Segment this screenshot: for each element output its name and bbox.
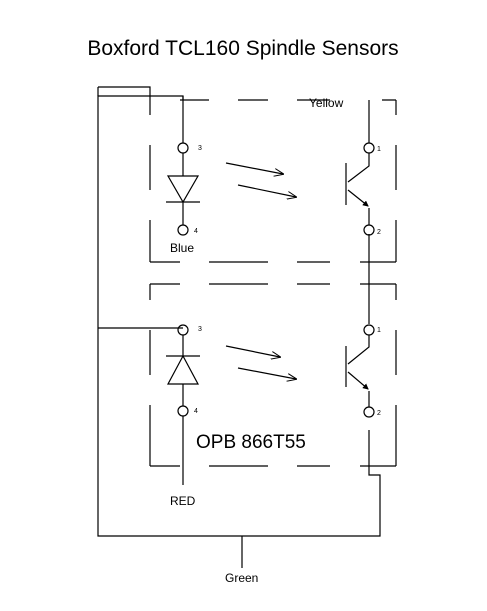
light-arrows <box>225 162 296 379</box>
lower-led-symbol <box>166 324 200 417</box>
upper-phototransistor-symbol <box>345 142 375 236</box>
upper-led-pin-anode: 3 <box>198 145 202 152</box>
lower-phototransistor-symbol <box>345 324 375 418</box>
lower-led-pin-cathode: 4 <box>194 408 198 415</box>
lower-led-pin-anode: 3 <box>198 326 202 333</box>
upper-transistor-pin-emitter: 2 <box>377 229 381 236</box>
wiring <box>97 86 381 568</box>
upper-led-symbol <box>166 142 200 236</box>
wire-label-green: Green <box>225 571 258 585</box>
diagram-title: Boxford TCL160 Spindle Sensors <box>87 37 398 60</box>
lower-transistor-pin-emitter: 2 <box>377 410 381 417</box>
lower-sensor-housing <box>149 283 397 467</box>
wire-label-blue: Blue <box>170 241 194 255</box>
upper-sensor-housing <box>149 99 397 263</box>
wire-label-red: RED <box>170 494 196 508</box>
lower-transistor-pin-collector: 1 <box>377 327 381 334</box>
part-number-label: OPB 866T55 <box>196 432 306 453</box>
upper-led-pin-cathode: 4 <box>194 228 198 235</box>
wire-label-yellow: Yellow <box>309 96 344 110</box>
upper-transistor-pin-collector: 1 <box>377 146 381 153</box>
